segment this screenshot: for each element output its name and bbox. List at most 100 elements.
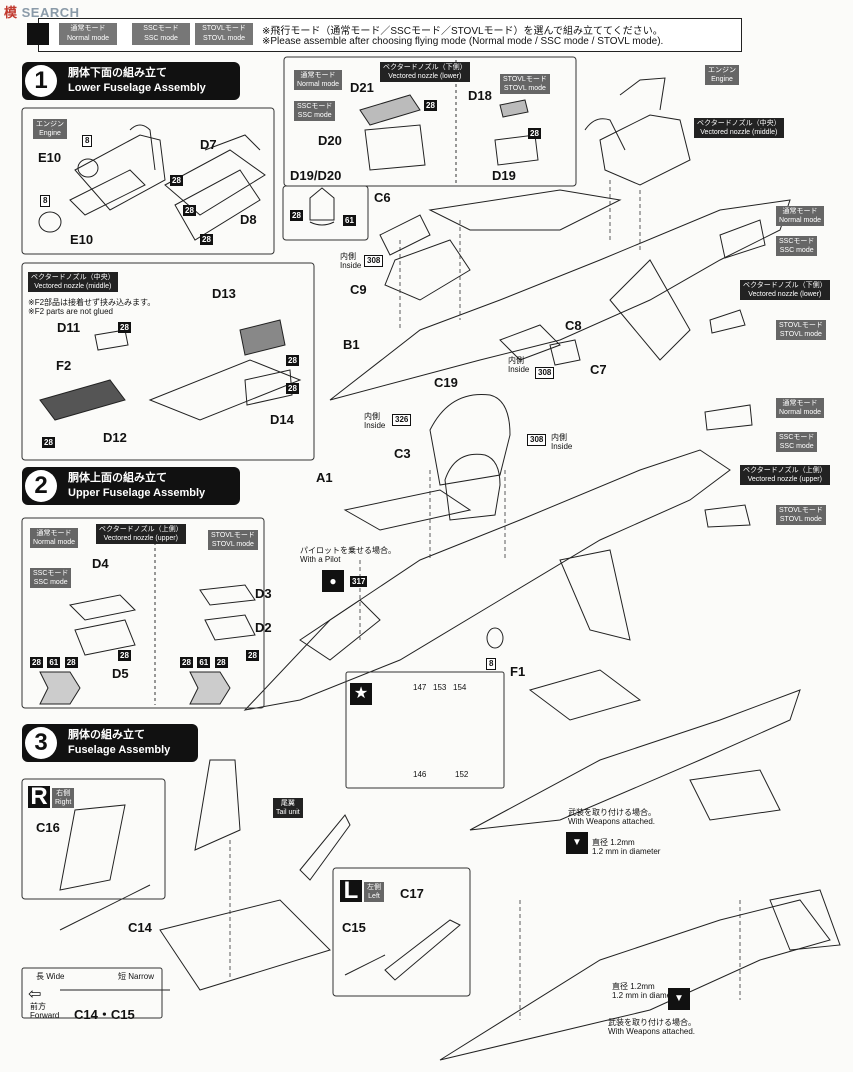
part-d2: D2 <box>255 620 272 635</box>
vn-upper-tag: ベクタードノズル（上側）Vectored nozzle (upper) <box>740 465 830 485</box>
callout-28: 28 <box>42 437 55 448</box>
part-a1: A1 <box>316 470 333 485</box>
part-e10: E10 <box>38 150 62 165</box>
pilot-icon: ● <box>322 570 344 592</box>
callout-28: 28 <box>528 128 541 139</box>
decal-152: 152 <box>455 770 469 779</box>
part-f1: F1 <box>510 664 526 679</box>
notice-en: ※Please assemble after choosing flying m… <box>262 36 664 47</box>
vn-lower-tag: ベクタードノズル（下側）Vectored nozzle (lower) <box>740 280 830 300</box>
mode-select-icon <box>27 23 49 45</box>
callout-28: 28 <box>290 210 303 221</box>
part-d14: D14 <box>270 412 294 427</box>
step-number: 1 <box>25 65 57 97</box>
decal-154: 154 <box>453 683 467 692</box>
part-f2: F2 <box>56 358 72 373</box>
part-d3: D3 <box>255 586 272 601</box>
callout-28: 28 <box>424 100 437 111</box>
step-number: 3 <box>25 727 57 759</box>
part-c7: C7 <box>590 362 607 377</box>
callout-317: 317 <box>350 576 368 587</box>
part-c15: C15 <box>342 920 366 935</box>
callout-28: 28 <box>183 205 196 216</box>
step-number: 2 <box>25 470 57 502</box>
part-c14-c15: C14・C15 <box>74 1007 135 1022</box>
vn-lower-tag: ベクタードノズル（下側）Vectored nozzle (lower) <box>380 62 470 82</box>
callout-group: 28 61 28 <box>30 657 78 668</box>
step-title-jp: 胴体上面の組み立て <box>68 472 167 484</box>
right-side-icon: R <box>28 785 50 809</box>
part-c16: C16 <box>36 820 60 835</box>
part-d19: D19 <box>492 168 516 183</box>
callout-28: 28 <box>286 383 299 394</box>
part-d13: D13 <box>212 286 236 301</box>
part-d5: D5 <box>112 666 129 681</box>
callout-308: 308 <box>364 255 384 267</box>
part-d8: D8 <box>240 212 257 227</box>
part-d21: D21 <box>350 80 374 95</box>
step-title-en: Upper Fuselage Assembly <box>68 487 206 499</box>
callout-28: 28 <box>118 650 131 661</box>
decal-146: 146 <box>413 770 427 779</box>
part-c17: C17 <box>400 886 424 901</box>
forward-arrow-icon: ⇦ <box>28 986 42 1003</box>
left-side-icon: L <box>340 879 362 903</box>
pilot-label: パイロットを乗せる場合。With a Pilot <box>300 546 396 564</box>
vn-middle-tag: ベクタードノズル（中央）Vectored nozzle (middle) <box>28 272 118 292</box>
weapons-label: 武装を取り付ける場合。With Weapons attached. <box>568 808 656 826</box>
watermark: 模 SEARCH <box>4 5 80 20</box>
part-b1: B1 <box>343 337 360 352</box>
part-c6: C6 <box>374 190 391 205</box>
decal-147: 147 <box>413 683 427 692</box>
vn-middle-tag: ベクタードノズル（中央）Vectored nozzle (middle) <box>694 118 784 138</box>
f2-note: ※F2部品は接着せず挟み込みます。※F2 parts are not glued <box>28 298 156 316</box>
step-title-jp: 胴体下面の組み立て <box>68 67 167 79</box>
wide-label: 長 Wide <box>36 972 65 981</box>
part-c9: C9 <box>350 282 367 297</box>
part-d4: D4 <box>92 556 109 571</box>
part-c14: C14 <box>128 920 152 935</box>
callout-28: 28 <box>246 650 259 661</box>
callout-308: 308 <box>535 367 555 379</box>
callout-28: 28 <box>200 234 213 245</box>
callout-28: 28 <box>118 322 131 333</box>
part-d20: D20 <box>318 133 342 148</box>
callout-326: 326 <box>392 414 412 426</box>
narrow-label: 短 Narrow <box>118 972 155 981</box>
part-c19: C19 <box>434 375 458 390</box>
step-title-jp: 胴体の組み立て <box>68 729 145 741</box>
callout-308: 308 <box>527 434 547 446</box>
callout-28: 28 <box>170 175 183 186</box>
callout-28: 28 <box>286 355 299 366</box>
part-c8: C8 <box>565 318 582 333</box>
decal-153: 153 <box>433 683 447 692</box>
callout-8: 8 <box>82 135 93 147</box>
part-e10: E10 <box>70 232 94 247</box>
step-2-header: 2 胴体上面の組み立て Upper Fuselage Assembly <box>22 467 240 505</box>
